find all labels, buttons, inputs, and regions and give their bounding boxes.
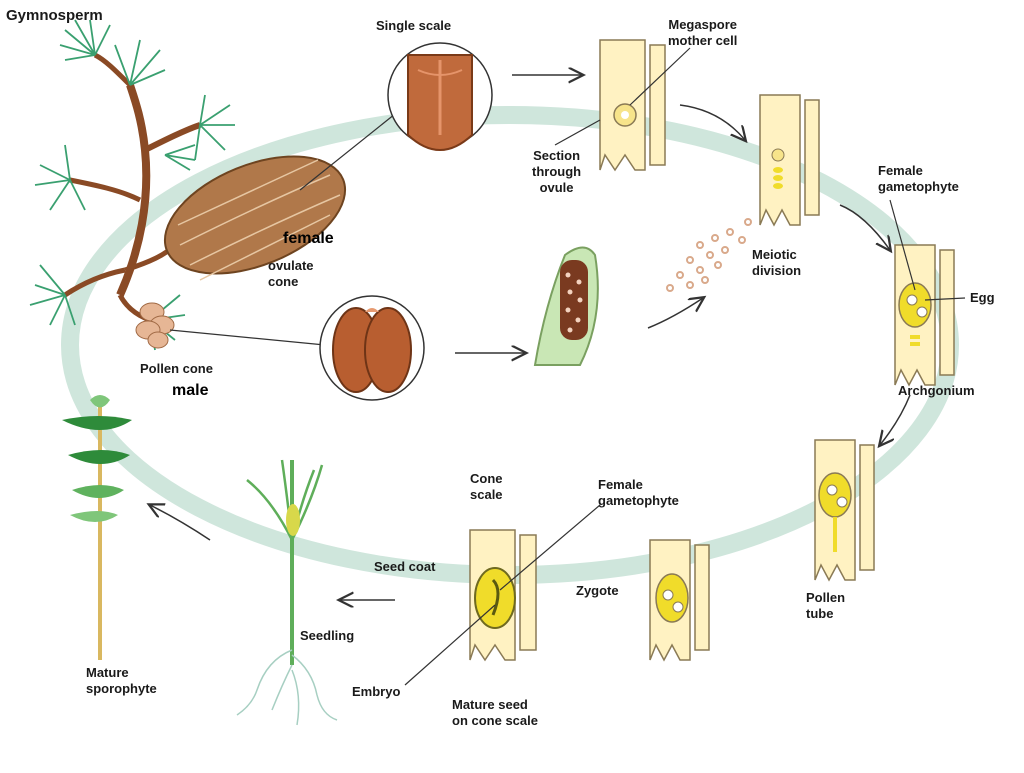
label-embryo: Embryo: [352, 684, 401, 699]
label-mature-seed: Mature seed on cone scale: [452, 697, 538, 728]
single-scale-magnifier: [387, 42, 493, 151]
arrow-ovule-to-meiosis: [679, 104, 745, 140]
label-pollen-cone: Pollen cone: [140, 361, 213, 376]
label-mature-sporophyte: Mature sporophyte: [86, 665, 157, 696]
label-female-gametophyte-bottom: Female gametophyte: [598, 477, 679, 508]
cycle-arrows: [150, 75, 911, 600]
cone-to-scale-line: [299, 109, 401, 191]
label-seed-coat: Seed coat: [374, 559, 436, 574]
mature-sporophyte-tree: [62, 395, 132, 660]
pollen-cone-to-scale-line: [169, 329, 326, 346]
pollen-tube-ovule: [814, 439, 875, 582]
male-scale-magnifier: [319, 295, 425, 401]
label-egg: Egg: [970, 290, 995, 305]
label-section-through-ovule: Section through ovule: [532, 148, 582, 195]
label-zygote: Zygote: [576, 583, 619, 598]
label-female-gametophyte-top: Female gametophyte: [878, 163, 959, 194]
egg-pointer: [924, 297, 966, 301]
archegonium-ovule: [894, 244, 955, 387]
embryo-pointer: [404, 604, 496, 686]
label-archgonium: Archgonium: [898, 383, 975, 398]
gametophyte-pointer: [889, 199, 916, 291]
label-seedling: Seedling: [300, 628, 355, 643]
label-female: female: [283, 230, 334, 247]
label-male: male: [172, 382, 209, 399]
arrow-seedling-to-tree: [150, 505, 211, 541]
pollen-cone: [135, 302, 175, 349]
label-meiotic-division: Meiotic division: [752, 247, 802, 278]
diagram-title: Gymnosperm: [6, 7, 103, 24]
label-pollen-tube: Pollen tube: [806, 590, 846, 621]
ovulate-cone: [163, 155, 347, 281]
pollen-sac: [533, 246, 599, 366]
cone-gametophyte-pointer: [499, 504, 601, 591]
label-cone-scale: Cone scale: [470, 471, 503, 502]
meiotic-ovule: [759, 94, 820, 227]
arrow-archegonium-to-tube: [880, 394, 911, 445]
zygote-ovule: [649, 539, 710, 662]
arrow-sac-to-pollen: [647, 298, 703, 329]
ovule-pointer: [554, 119, 601, 146]
arrow-meiosis-to-archegonium: [839, 204, 890, 250]
megaspore-pointer: [629, 47, 691, 106]
label-megaspore-mother-cell: Megaspore mother cell: [668, 17, 738, 48]
pollen-grains: [666, 218, 752, 292]
label-ovulate-cone: ovulate cone: [268, 258, 314, 289]
label-single-scale: Single scale: [376, 18, 452, 33]
seedling: [236, 459, 338, 726]
mature-seed: [469, 529, 537, 662]
ovule-section: [599, 39, 666, 172]
